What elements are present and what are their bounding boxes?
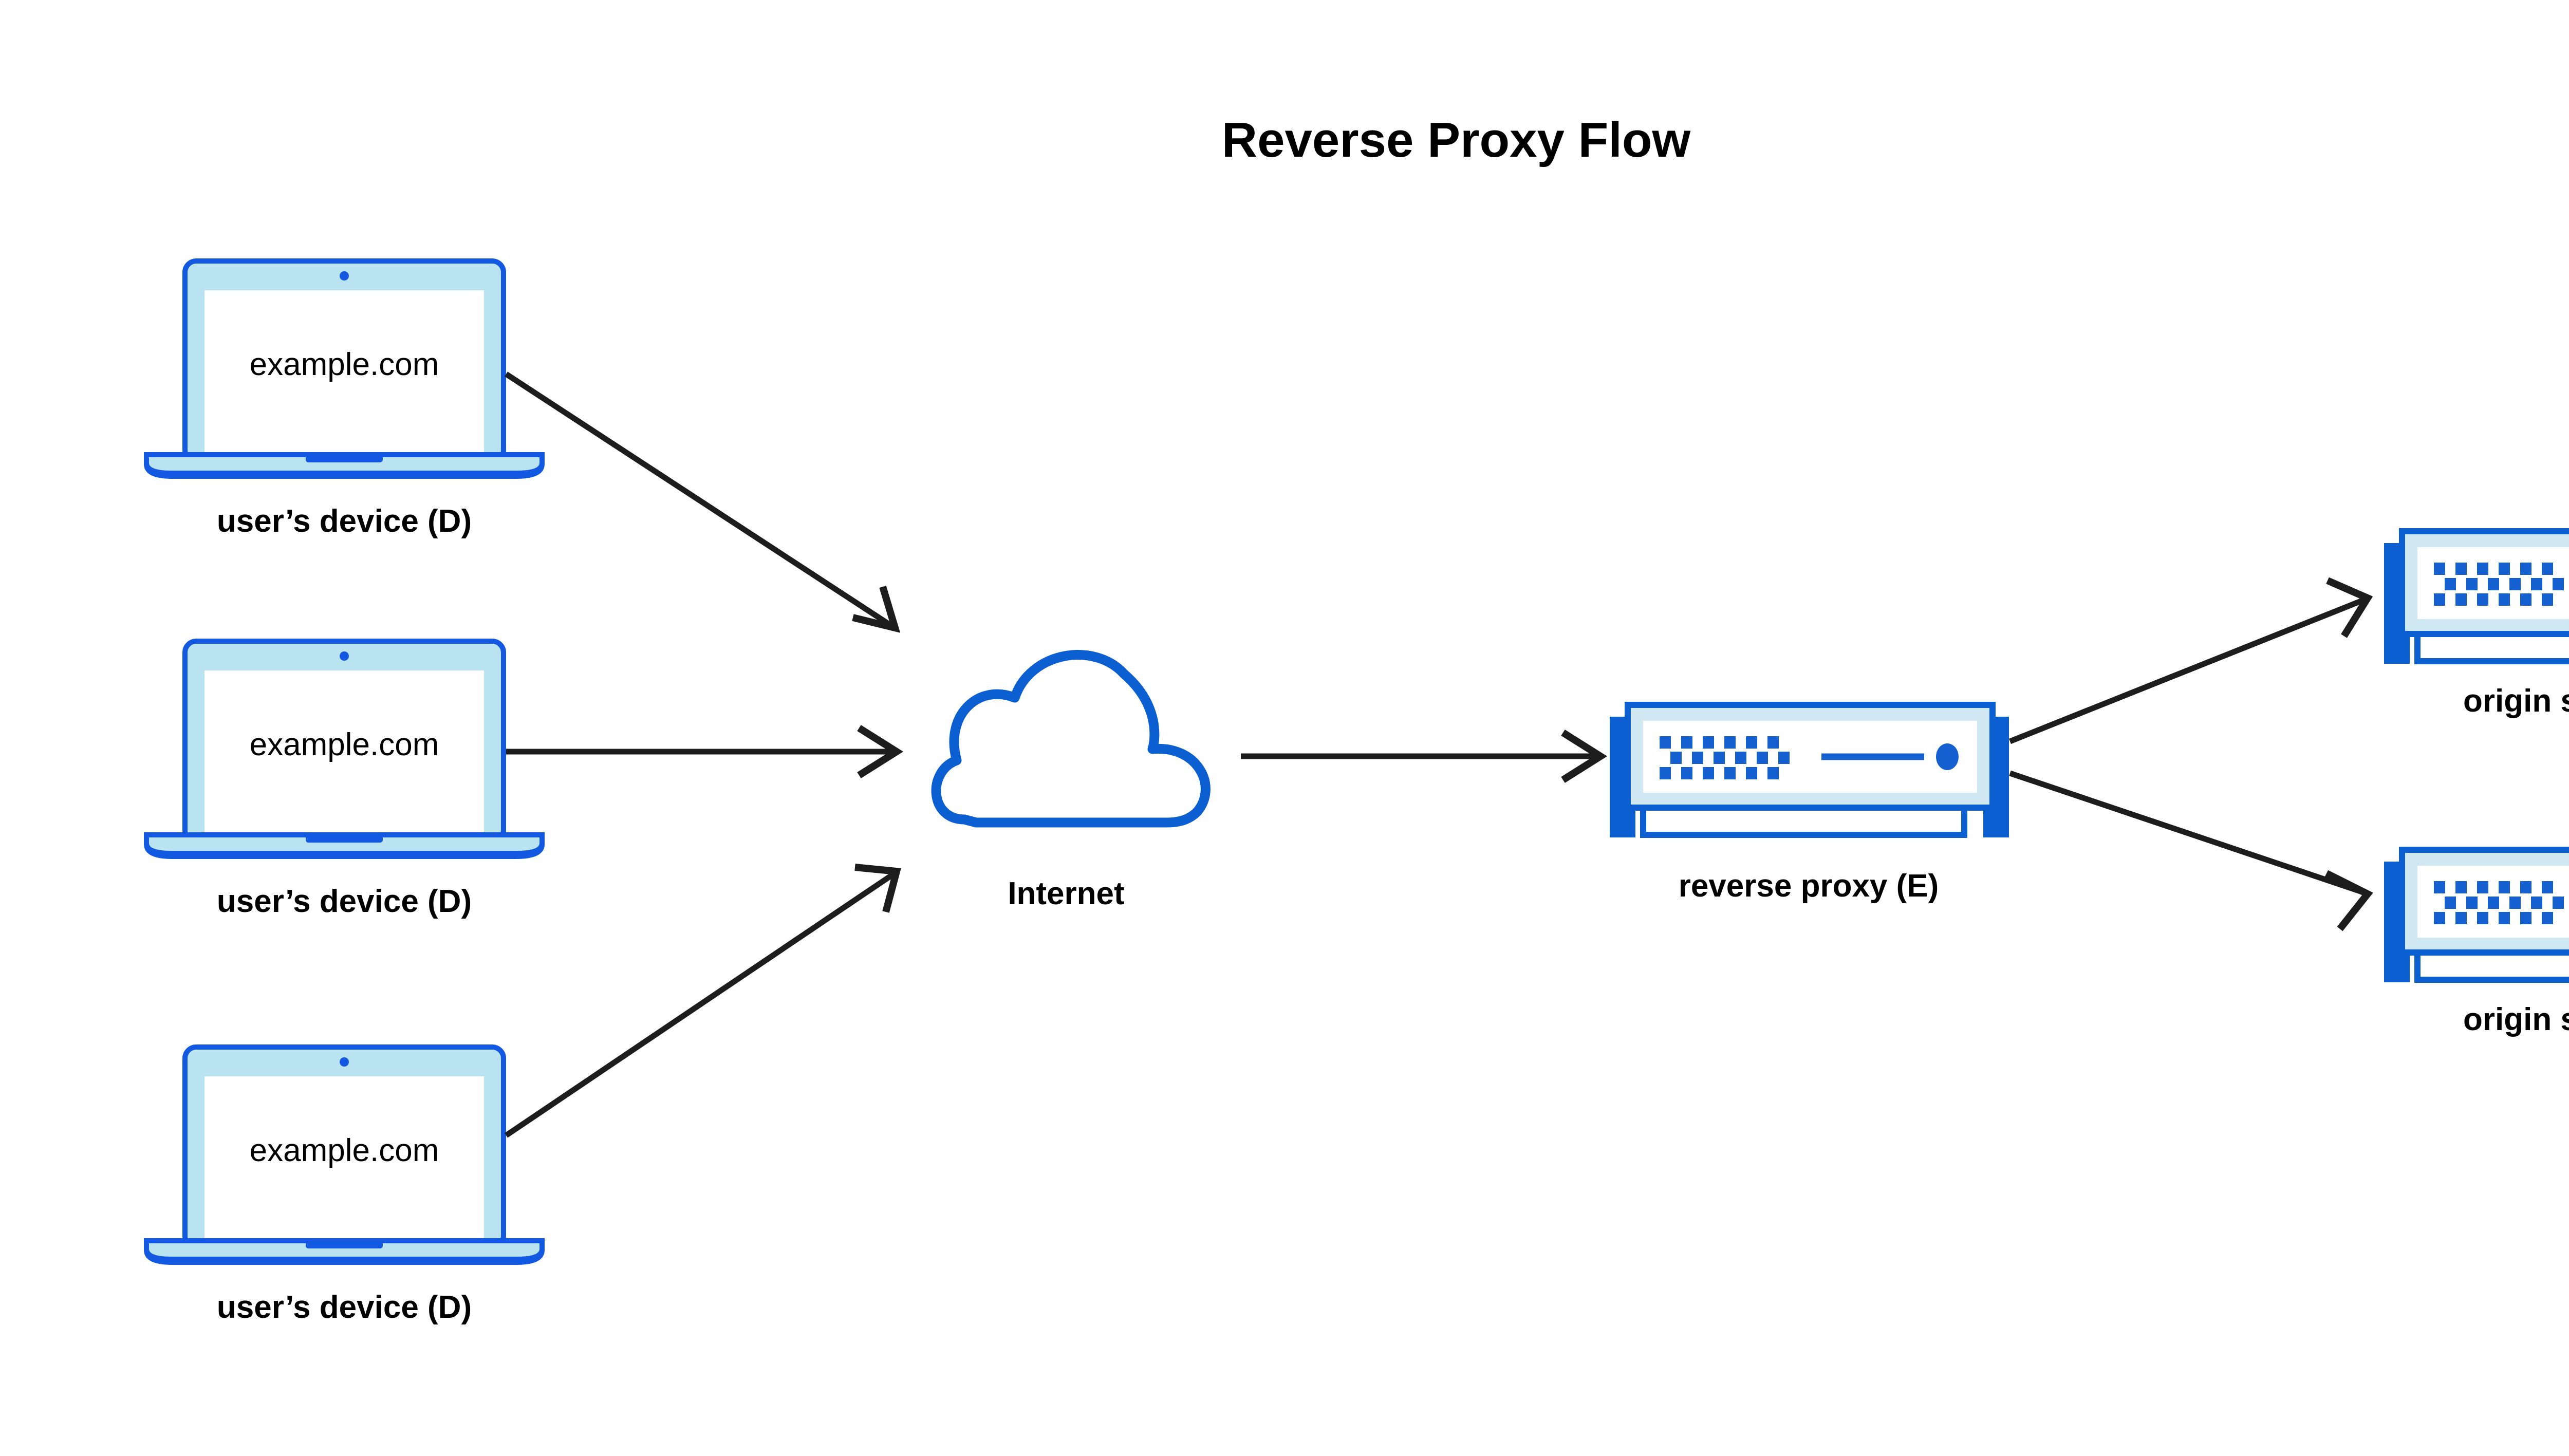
edge-internet-proxy [1241,730,1608,783]
server-icon [2384,847,2569,983]
laptop-screen-text: example.com [250,1133,439,1168]
laptop-screen [204,1076,484,1247]
laptop-base [144,452,545,476]
laptop-icon [144,1044,545,1265]
laptop-screen-text: example.com [250,347,439,382]
internet-label: Internet [1008,876,1124,911]
reverse-proxy-label: reverse proxy (E) [1679,868,1939,904]
laptop-screen-text: example.com [250,727,439,762]
client-label-2: user’s device (D) [217,884,472,919]
laptop-icon [144,258,545,479]
laptop-notch [306,454,383,462]
server-vent-grid [2434,881,2564,924]
internet-node[interactable]: Internet [931,650,1211,911]
client-node-2[interactable]: example.com user’s device (D) [144,639,545,919]
laptop-icon [144,639,545,859]
client-node-1[interactable]: example.com user’s device (D) [144,258,545,539]
edge-client1-internet [504,371,901,633]
server-status-light-icon [1936,743,1959,770]
laptop-base [144,832,545,856]
server-icon [1610,702,2009,838]
laptop-base [144,1238,545,1262]
laptop-camera-icon [340,651,349,661]
laptop-notch [306,1240,383,1248]
edge-client3-internet [504,864,901,1138]
laptop-notch [306,834,383,843]
origin-server-label-2: origin server (F) [2463,1002,2569,1037]
client-label-1: user’s device (D) [217,503,472,539]
edge-proxy-origin2 [2009,770,2373,931]
origin-server-node-2[interactable]: origin server (F) [2384,847,2569,1037]
laptop-camera-icon [340,271,349,281]
cloud-icon [931,650,1211,828]
server-vent-grid [1660,736,1790,779]
server-vent-grid [2434,563,2564,606]
reverse-proxy-node[interactable]: reverse proxy (E) [1610,702,2009,904]
edge-client2-internet [506,725,904,778]
diagram-title: Reverse Proxy Flow [1222,113,1691,167]
client-label-3: user’s device (D) [217,1290,472,1325]
laptop-screen [204,290,484,461]
laptop-screen [204,670,484,842]
laptop-camera-icon [340,1057,349,1067]
edge-proxy-origin1 [2008,577,2373,744]
origin-server-node-1[interactable]: origin server (F) [2384,528,2569,719]
server-icon [2384,528,2569,664]
origin-server-label-1: origin server (F) [2463,683,2569,719]
client-node-3[interactable]: example.com user’s device (D) [144,1044,545,1325]
